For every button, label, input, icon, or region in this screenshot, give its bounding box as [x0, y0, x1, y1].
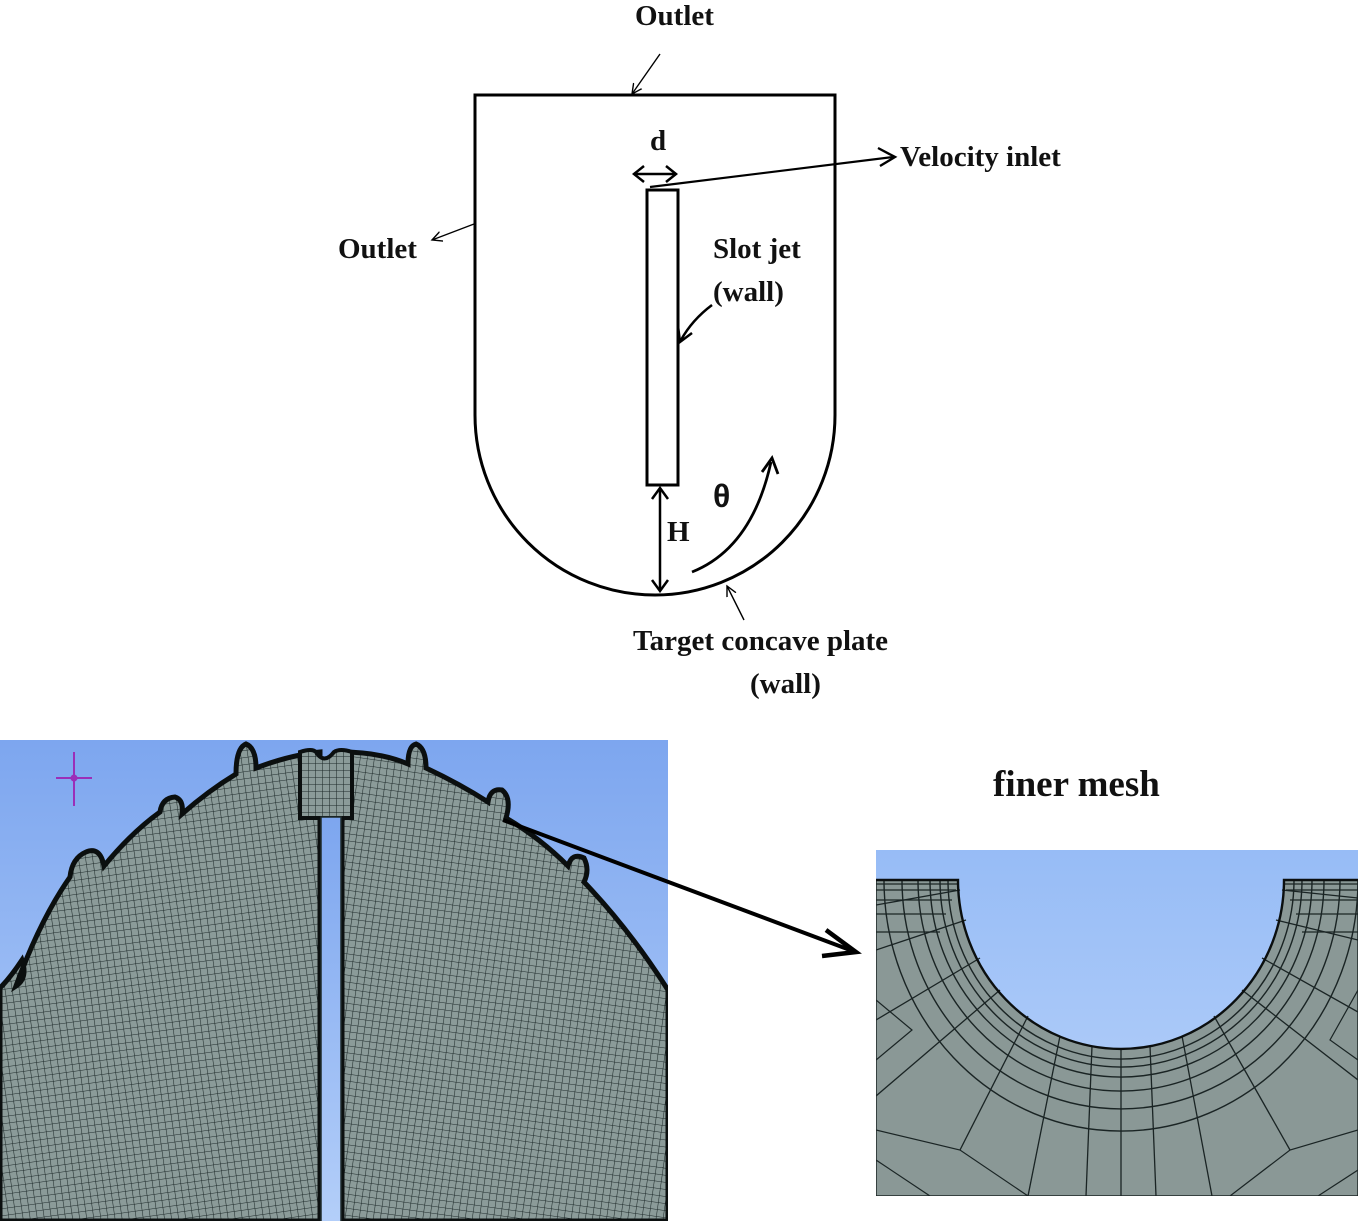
jet-width-arrowhead-right [665, 165, 679, 183]
slot-jet-wall [645, 188, 680, 487]
slot-jet-gap [320, 816, 342, 1221]
target-plate-wall-label: (wall) [750, 668, 821, 700]
domain-schematic: Outlet Outlet d Velocity inlet Slot jet … [338, 0, 1061, 700]
velocity-inlet-arrowhead [877, 146, 898, 168]
crosshair-cursor [56, 752, 92, 806]
angle-arrowhead [760, 455, 780, 475]
coarse-mesh-lines [876, 989, 1358, 1196]
slot-jet-label: Slot jet [713, 233, 801, 265]
jet-width-label: d [650, 125, 666, 157]
gap-arrowhead-top [650, 485, 670, 500]
jet-width-arrowhead-left [631, 165, 645, 183]
outlet-side-arrow [432, 223, 475, 240]
mesh-domain-right [339, 741, 668, 1221]
slot-jet-arrowhead [676, 325, 693, 345]
gap-arrowhead-bottom [650, 579, 670, 594]
angle-arrow [691, 461, 773, 574]
gap-label: H [667, 516, 690, 548]
zoom-pointer-arrowhead [821, 928, 862, 959]
zoomed-wall-boundary [876, 878, 1358, 1051]
outlet-side-label: Outlet [338, 233, 417, 265]
radial-mesh-lines [876, 889, 1358, 1196]
outlet-top-label: Outlet [635, 0, 714, 32]
zoom-pointer-arrow [502, 818, 851, 952]
top-shoulder-lines [876, 883, 1358, 933]
zoom-title: finer mesh [993, 764, 1160, 805]
velocity-inlet-arrow [649, 155, 894, 189]
slot-jet-wall-label: (wall) [713, 276, 784, 308]
target-plate-label: Target concave plate [633, 625, 888, 657]
domain-outline [473, 93, 837, 597]
mesh-view [0, 740, 668, 1221]
zoomed-mesh-view [876, 850, 1358, 1196]
angle-label: θ [713, 478, 730, 514]
outlet-top-arrow [632, 53, 661, 94]
jet-cap-region [298, 748, 354, 820]
velocity-inlet-label: Velocity inlet [900, 141, 1061, 173]
slot-jet-arrow [679, 304, 713, 341]
mesh-domain-left [0, 741, 323, 1221]
target-plate-arrow [727, 586, 745, 621]
